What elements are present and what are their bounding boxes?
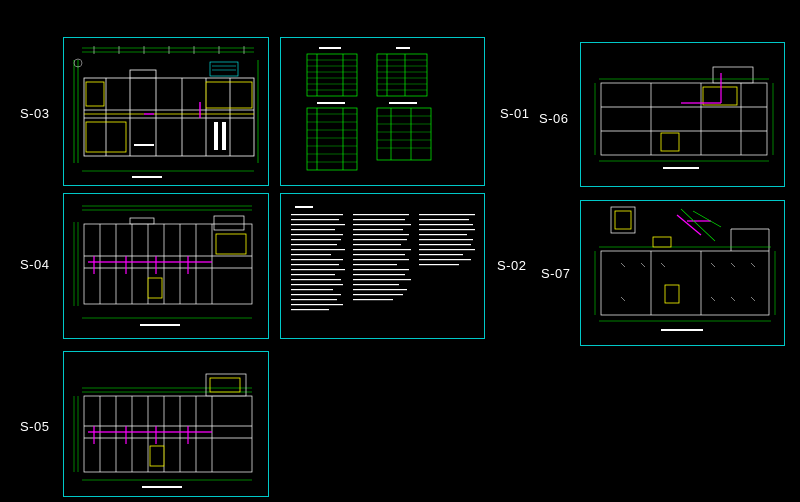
sheet-s03-drawing xyxy=(73,46,259,178)
sheet-s06[interactable] xyxy=(580,42,785,187)
sheet-s05-drawing xyxy=(73,373,253,488)
sheet-s01-drawing xyxy=(306,47,432,171)
sheet-s07[interactable] xyxy=(580,200,785,346)
sheet-s01[interactable] xyxy=(280,37,485,186)
sheet-s06-drawing xyxy=(594,66,774,169)
sheet-s03[interactable] xyxy=(63,37,269,186)
sheet-label-s04: S-04 xyxy=(20,257,50,272)
sheet-s05[interactable] xyxy=(63,351,269,497)
sheet-s04[interactable] xyxy=(63,193,269,339)
sheet-label-s05: S-05 xyxy=(20,419,50,434)
sheet-s04-drawing xyxy=(73,205,253,326)
sheet-label-s02: S-02 xyxy=(497,258,527,273)
sheet-label-s01: S-01 xyxy=(500,106,530,121)
sheet-s02[interactable] xyxy=(280,193,485,339)
sheet-label-s07: S-07 xyxy=(541,266,571,281)
sheet-s02-drawing xyxy=(291,206,475,311)
sheet-label-s03: S-03 xyxy=(20,106,50,121)
sheet-s07-drawing xyxy=(594,206,776,331)
sheet-label-s06: S-06 xyxy=(539,111,569,126)
